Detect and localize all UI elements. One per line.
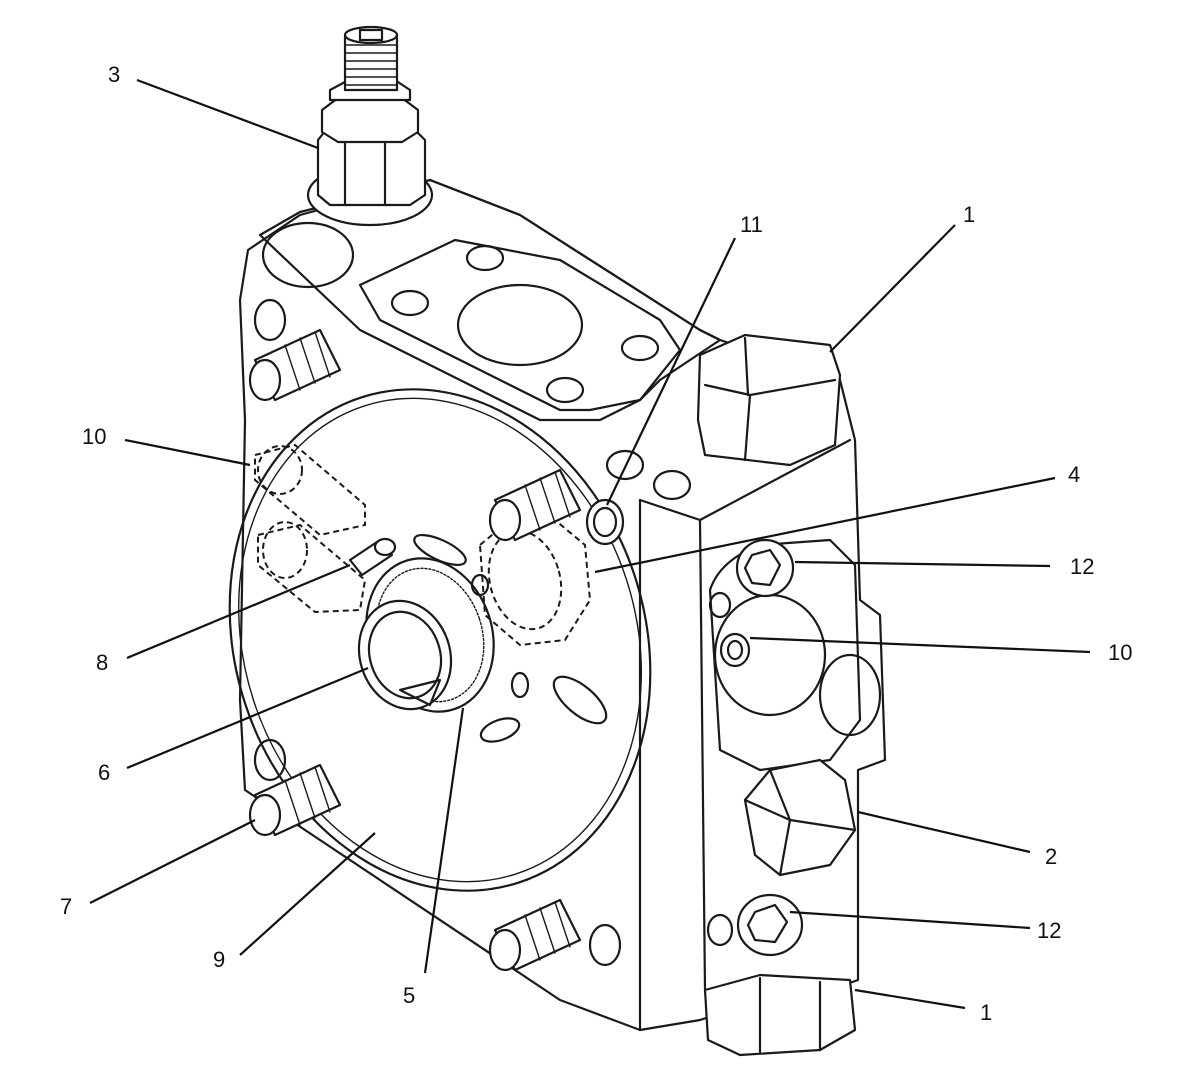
leader-5: [423, 707, 465, 974]
stud-mid: [488, 468, 582, 542]
leader-4: [594, 476, 1056, 574]
callout-8: 8: [96, 650, 108, 675]
leader-10-left: [124, 438, 251, 467]
port-item-11: [585, 498, 625, 546]
leader-11: [606, 237, 736, 506]
stud-top-left: [248, 328, 342, 402]
leader-3: [136, 78, 319, 150]
callout-9: 9: [213, 947, 225, 972]
callout-3: 3: [108, 62, 120, 87]
callout-12-lower: 12: [1037, 918, 1061, 943]
callout-1-top: 1: [963, 202, 975, 227]
face-ports: [413, 533, 608, 743]
leader-10-right: [749, 636, 1091, 654]
callout-10-right: 10: [1108, 640, 1132, 665]
relief-valve-item-3: [306, 25, 434, 227]
spool-and-seal: [348, 537, 495, 713]
callout-7: 7: [60, 894, 72, 919]
right-face-ports: [703, 538, 882, 1057]
callout-10-left: 10: [82, 424, 106, 449]
stud-bottom: [488, 898, 582, 972]
callout-6: 6: [98, 760, 110, 785]
stud-bottom-left-item-7: [248, 763, 342, 837]
callout-1-bottom: 1: [980, 1000, 992, 1025]
callout-11: 11: [740, 212, 763, 237]
callout-12-upper: 12: [1070, 554, 1094, 579]
callout-labels: 3 1 11 10 4 12 10 8 6 2 7 12 9 5 1: [60, 62, 1132, 1025]
leader-1-top: [829, 224, 956, 353]
leader-7: [89, 819, 256, 904]
hex-plug-item-1-top: [696, 333, 842, 467]
lug-holes: [253, 298, 622, 967]
leader-6: [126, 666, 369, 770]
front-face: [228, 388, 652, 892]
leader-8: [126, 563, 351, 660]
leader-12-upper: [794, 560, 1051, 568]
callout-5: 5: [403, 983, 415, 1008]
top-pad: [261, 221, 692, 501]
leader-1-bottom: [854, 988, 966, 1010]
leader-12-lower: [789, 910, 1031, 930]
leader-9: [239, 832, 376, 956]
leader-2: [857, 810, 1031, 854]
callout-2: 2: [1045, 844, 1057, 869]
leader-lines: [89, 78, 1091, 1010]
callout-4: 4: [1068, 462, 1080, 487]
